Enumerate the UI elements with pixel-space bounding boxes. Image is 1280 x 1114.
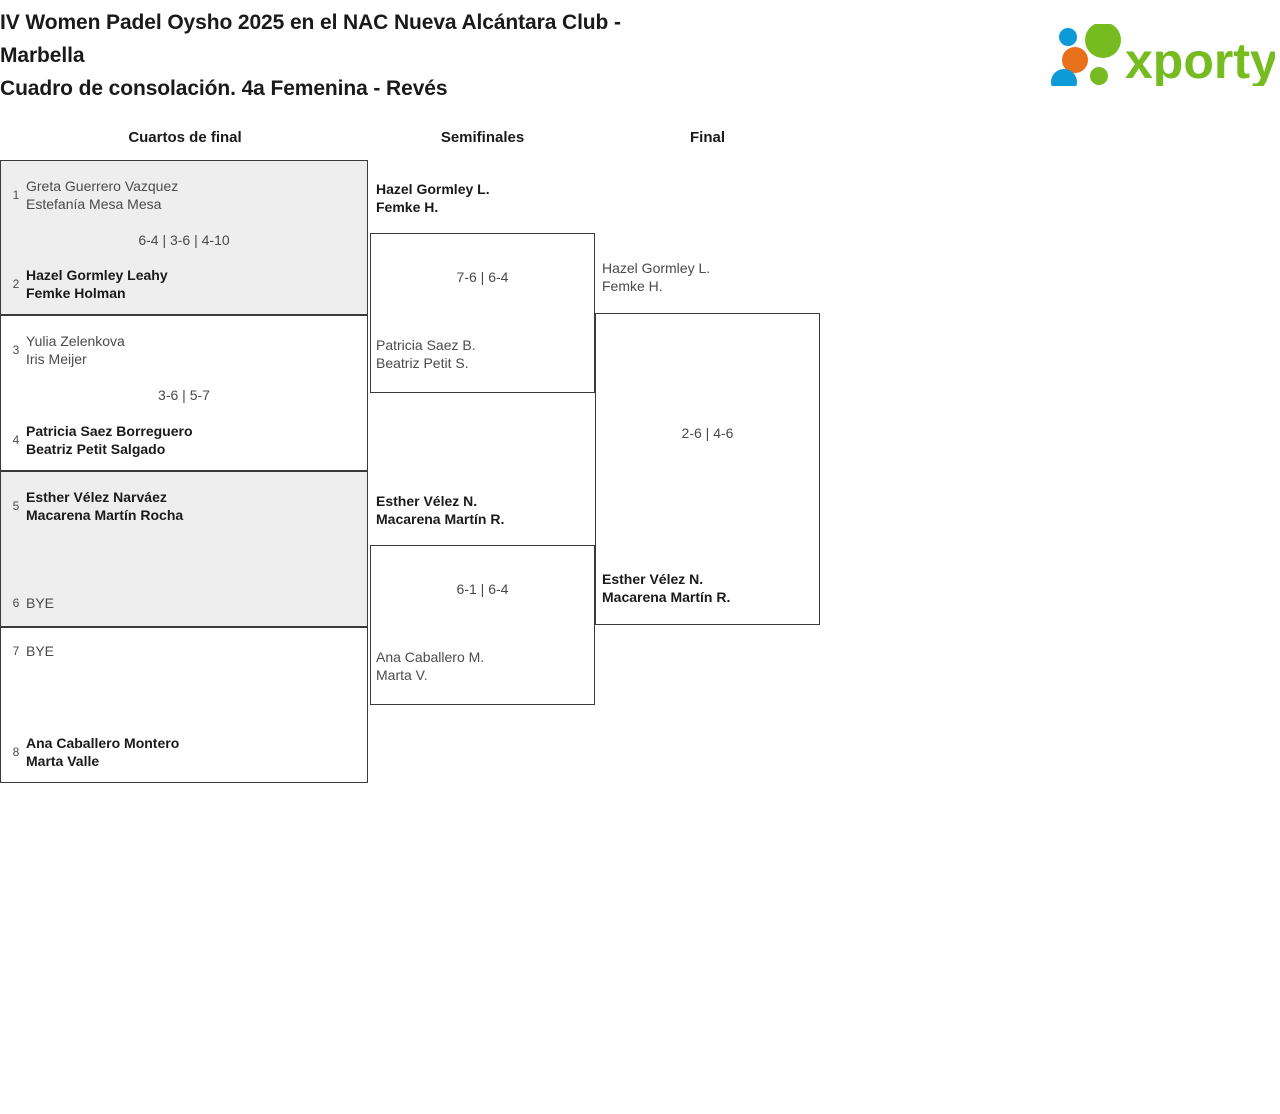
seed-number: 4 bbox=[12, 433, 20, 447]
semifinal-1-team-top[interactable]: Hazel Gormley L. Femke H. bbox=[376, 180, 490, 216]
seed-number: 5 bbox=[12, 499, 20, 513]
seed-number: 3 bbox=[12, 343, 20, 357]
player-name: Marta V. bbox=[376, 667, 428, 683]
player-name: Ana Caballero Montero bbox=[26, 735, 180, 751]
player-name: Femke H. bbox=[602, 278, 663, 294]
semifinal-match-1[interactable] bbox=[370, 233, 595, 393]
round-header-semifinals: Semifinales bbox=[440, 129, 525, 146]
seed-number: 8 bbox=[12, 745, 20, 759]
page-title-line-1: IV Women Padel Oysho 2025 en el NAC Nuev… bbox=[0, 11, 621, 34]
match-team-bottom[interactable]: 4 Patricia Saez Borreguero Beatriz Petit… bbox=[1, 418, 367, 458]
match-score: 6-4 | 3-6 | 4-10 bbox=[138, 232, 230, 248]
player-name: Esther Vélez Narváez bbox=[26, 489, 167, 505]
player-name: Femke Holman bbox=[26, 285, 126, 301]
logo-dot-orange bbox=[1062, 47, 1088, 73]
seed-number: 1 bbox=[12, 188, 20, 202]
match-team-top[interactable]: 3 Yulia Zelenkova Iris Meijer bbox=[1, 328, 367, 368]
player-name: BYE bbox=[26, 643, 55, 659]
page-title-line-2: Marbella bbox=[0, 44, 85, 67]
seed-number: 2 bbox=[12, 277, 20, 291]
logo-dot-blue-small bbox=[1059, 28, 1077, 46]
match-team-top[interactable]: 5 Esther Vélez Narváez Macarena Martín R… bbox=[1, 484, 367, 524]
round-header-final: Final bbox=[689, 129, 725, 146]
player-name: Estefanía Mesa Mesa bbox=[26, 196, 162, 212]
match-score: 2-6 | 4-6 bbox=[681, 425, 734, 441]
quarterfinal-match-3[interactable]: 5 Esther Vélez Narváez Macarena Martín R… bbox=[0, 471, 368, 627]
semifinal-2-team-bottom[interactable]: Ana Caballero M. Marta V. bbox=[376, 648, 484, 684]
match-score: 3-6 | 5-7 bbox=[158, 387, 210, 403]
team-players: BYE bbox=[26, 594, 54, 612]
semifinal-1-team-bottom[interactable]: Patricia Saez B. Beatriz Petit S. bbox=[376, 336, 476, 372]
quarterfinal-match-2[interactable]: 3 Yulia Zelenkova Iris Meijer 3-6 | 5-7 … bbox=[0, 315, 368, 471]
player-name: Greta Guerrero Vazquez bbox=[26, 178, 179, 194]
final-team-top[interactable]: Hazel Gormley L. Femke H. bbox=[602, 259, 710, 295]
match-team-top[interactable]: 7 BYE bbox=[1, 642, 367, 660]
team-players: Greta Guerrero Vazquez Estefanía Mesa Me… bbox=[26, 173, 178, 213]
match-score: 7-6 | 6-4 bbox=[456, 269, 509, 285]
team-players: Patricia Saez Borreguero Beatriz Petit S… bbox=[26, 418, 193, 458]
player-name: Hazel Gormley L. bbox=[602, 260, 711, 276]
match-score: 6-1 | 6-4 bbox=[456, 581, 509, 597]
round-header-quarterfinals: Cuartos de final bbox=[128, 129, 242, 146]
player-name: Macarena Martín Rocha bbox=[26, 507, 184, 523]
semifinal-2-team-top[interactable]: Esther Vélez N. Macarena Martín R. bbox=[376, 492, 504, 528]
final-team-bottom[interactable]: Esther Vélez N. Macarena Martín R. bbox=[602, 570, 730, 606]
player-name: Patricia Saez B. bbox=[376, 337, 476, 353]
player-name: BYE bbox=[26, 595, 55, 611]
player-name: Femke H. bbox=[376, 199, 439, 215]
match-team-bottom[interactable]: 2 Hazel Gormley Leahy Femke Holman bbox=[1, 262, 367, 302]
team-players: Hazel Gormley Leahy Femke Holman bbox=[26, 262, 168, 302]
tournament-header: IV Women Padel Oysho 2025 en el NAC Nuev… bbox=[0, 0, 880, 105]
player-name: Hazel Gormley L. bbox=[376, 181, 490, 197]
logo-wordmark: xporty bbox=[1125, 33, 1275, 86]
quarterfinal-match-1[interactable]: 1 Greta Guerrero Vazquez Estefanía Mesa … bbox=[0, 160, 368, 315]
match-team-bottom[interactable]: 8 Ana Caballero Montero Marta Valle bbox=[1, 730, 367, 770]
seed-number: 7 bbox=[12, 644, 20, 658]
player-name: Iris Meijer bbox=[26, 351, 87, 367]
quarterfinal-match-4[interactable]: 7 BYE 8 Ana Caballero Montero Marta Vall… bbox=[0, 627, 368, 783]
player-name: Marta Valle bbox=[26, 753, 100, 769]
match-team-bottom[interactable]: 6 BYE bbox=[1, 594, 367, 612]
seed-number: 6 bbox=[12, 596, 20, 610]
player-name: Beatriz Petit Salgado bbox=[26, 441, 166, 457]
logo-dot-green-small bbox=[1090, 67, 1108, 85]
team-players: Ana Caballero Montero Marta Valle bbox=[26, 730, 179, 770]
player-name: Yulia Zelenkova bbox=[26, 333, 125, 349]
player-name: Macarena Martín R. bbox=[376, 511, 505, 527]
team-players: Yulia Zelenkova Iris Meijer bbox=[26, 328, 125, 368]
team-players: BYE bbox=[26, 642, 54, 660]
page-subtitle: Cuadro de consolación. 4a Femenina - Rev… bbox=[0, 77, 448, 100]
player-name: Macarena Martín R. bbox=[602, 589, 731, 605]
player-name: Ana Caballero M. bbox=[376, 649, 485, 665]
player-name: Esther Vélez N. bbox=[376, 493, 478, 509]
match-team-top[interactable]: 1 Greta Guerrero Vazquez Estefanía Mesa … bbox=[1, 173, 367, 213]
player-name: Esther Vélez N. bbox=[602, 571, 704, 587]
player-name: Patricia Saez Borreguero bbox=[26, 423, 193, 439]
player-name: Hazel Gormley Leahy bbox=[26, 267, 168, 283]
team-players: Esther Vélez Narváez Macarena Martín Roc… bbox=[26, 484, 183, 524]
player-name: Beatriz Petit S. bbox=[376, 355, 469, 371]
final-match[interactable] bbox=[595, 313, 820, 625]
semifinal-match-2[interactable] bbox=[370, 545, 595, 705]
logo-dot-green-large bbox=[1085, 22, 1121, 58]
